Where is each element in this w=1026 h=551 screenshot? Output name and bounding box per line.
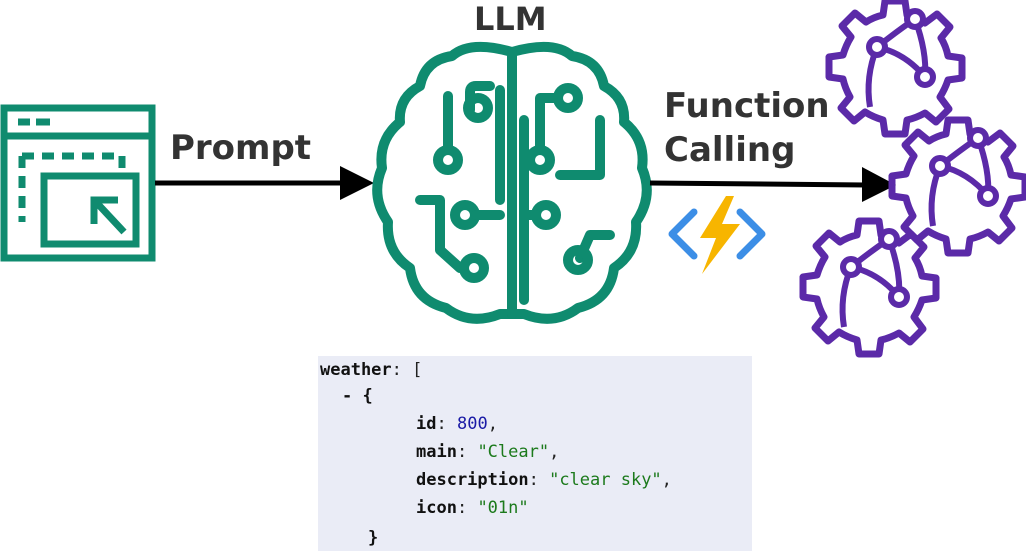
code-value-description: "clear sky": [549, 470, 662, 490]
code-line-id: id: 800,: [416, 414, 498, 434]
code-key-id: id: [416, 414, 437, 434]
code-line-object-open: - {: [342, 386, 373, 406]
code-line-weather: weather: [: [320, 360, 422, 380]
code-value-id: 800: [456, 414, 488, 434]
code-value-main: "Clear": [477, 442, 550, 462]
gear-network-icon: [829, 1, 962, 134]
code-value-icon: "01n": [477, 498, 529, 518]
prompt-arrow: [155, 166, 374, 200]
code-object-close: }: [368, 528, 379, 548]
function-calling-label-line1: Function: [664, 86, 830, 126]
function-calling-label-line2: Calling: [664, 130, 796, 170]
code-key-description: description: [416, 470, 529, 490]
code-block: weather: [ - { id: 800, main: "Clear", d…: [318, 356, 752, 551]
code-key-weather: weather: [320, 360, 392, 380]
llm-title: LLM: [474, 0, 547, 38]
code-line-object-close: }: [368, 528, 378, 548]
code-line-icon: icon: "01n": [416, 498, 529, 518]
gear-network-icon: [803, 221, 936, 354]
prompt-label: Prompt: [170, 128, 312, 168]
code-line-description: description: "clear sky",: [416, 470, 672, 490]
code-key-main: main: [416, 442, 457, 462]
brain-circuit-icon: [372, 41, 652, 324]
code-object-open: - {: [342, 386, 373, 406]
browser-window-icon: [0, 104, 156, 262]
code-line-main: main: "Clear",: [416, 442, 560, 462]
code-key-icon: icon: [416, 498, 457, 518]
code-punct-open: : [: [391, 360, 423, 380]
function-calling-arrow: [649, 167, 896, 202]
azure-functions-icon: [668, 196, 766, 274]
